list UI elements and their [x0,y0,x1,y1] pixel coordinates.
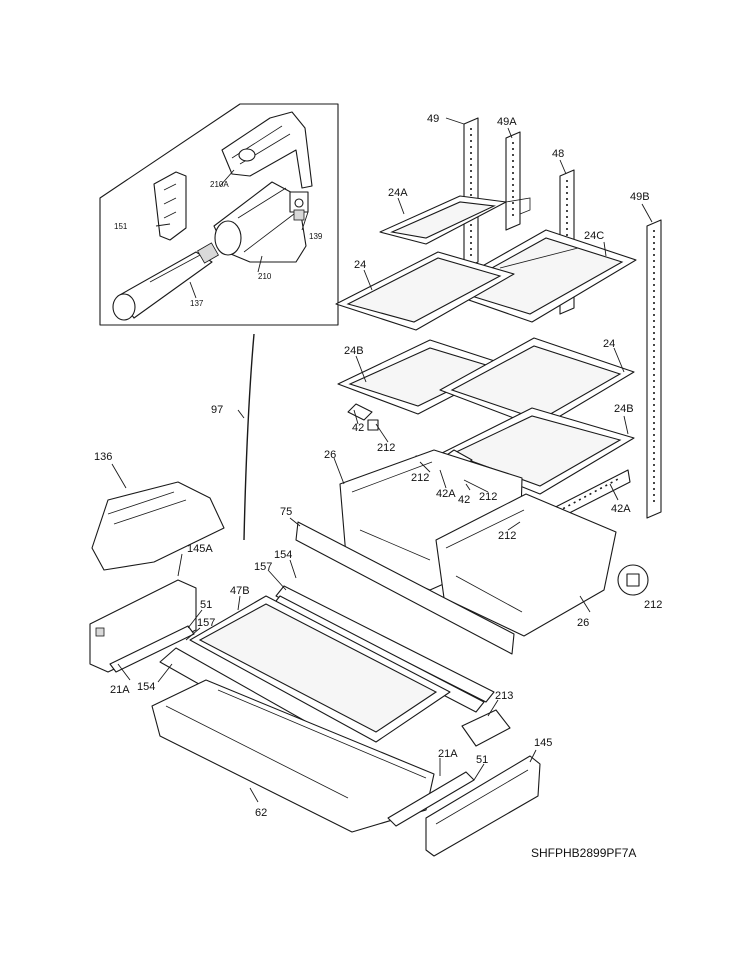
pantry-drawer [151,595,541,857]
callout-labels: 49 49A 48 49B 24A 24C 24 24 24B 24B 97 4… [94,113,662,819]
callout-24-left: 24 [354,259,366,271]
callout-51-a: 51 [200,599,212,611]
callout-210: 210 [258,272,272,281]
callout-75: 75 [280,506,292,518]
callout-49B: 49B [630,191,650,203]
callout-21A-b: 21A [438,748,458,760]
callout-24-right: 24 [603,338,615,350]
callout-24B-left: 24B [344,345,364,357]
callout-42-b: 42 [458,494,470,506]
callout-212-e: 212 [644,599,662,611]
callout-212-d: 212 [498,530,516,542]
callout-49: 49 [427,113,439,125]
callout-154-a: 154 [274,549,292,561]
callout-24C: 24C [584,230,604,242]
callout-154-b: 154 [137,681,155,693]
callout-47B: 47B [230,585,250,597]
callout-145A: 145A [187,543,213,555]
callout-26-left: 26 [324,449,336,461]
callout-48: 48 [552,148,564,160]
callout-62: 62 [255,807,267,819]
callout-139: 139 [309,232,323,241]
callout-42-a: 42 [352,422,364,434]
filter-valve [289,191,309,221]
callout-97: 97 [211,404,223,416]
crisper-drawers [339,449,617,637]
filter-housing [213,181,307,263]
callout-212-b: 212 [411,472,429,484]
callout-24B-right: 24B [614,403,634,415]
left-side-parts [89,333,255,673]
glass-shelves [335,195,637,495]
callout-212-c: 212 [479,491,497,503]
callout-26-right: 26 [577,617,589,629]
drawing-code: SHFPHB2899PF7A [531,846,636,860]
filter-housing-top [221,111,313,189]
callout-213: 213 [495,690,513,702]
filter-inset: 210A 151 139 210 137 [99,103,339,326]
callout-157-b: 157 [197,617,215,629]
callout-157-a: 157 [254,561,272,573]
callout-24A: 24A [388,187,408,199]
callout-136: 136 [94,451,112,463]
callout-42A-b: 42A [611,503,631,515]
callout-145: 145 [534,737,552,749]
filter-cover [153,171,187,241]
callout-21A-a: 21A [110,684,130,696]
callout-51-b: 51 [476,754,488,766]
leader-lines [111,117,653,803]
callout-42A-a: 42A [436,488,456,500]
callout-151: 151 [114,222,128,231]
filter-cartridge [112,242,219,321]
callout-210A: 210A [210,180,229,189]
callout-137: 137 [190,299,204,308]
callout-49A: 49A [497,116,517,128]
callout-212-a: 212 [377,442,395,454]
